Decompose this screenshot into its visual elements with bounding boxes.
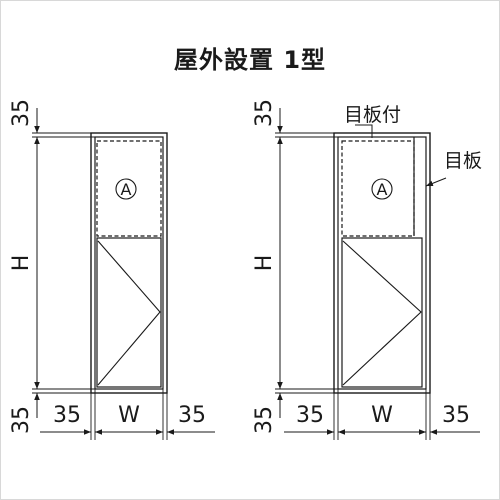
right-dim-left-label: 35: [296, 403, 324, 428]
left-dim-top-label: 35: [9, 99, 34, 127]
left-door: [96, 237, 162, 388]
right-cabinet-inner: [337, 136, 427, 390]
right-area-a: [341, 140, 415, 237]
left-cabinet-outer: [90, 132, 168, 394]
right-leader-plate: [425, 177, 447, 187]
left-cabinet-inner: [94, 136, 164, 390]
left-circle-a: [115, 178, 137, 200]
left-door-opening-mark: [97, 240, 161, 386]
left-unit: [32, 108, 215, 440]
left-unit-labels: A 35 H 35 35 W 35: [9, 99, 206, 434]
left-dim-width-label: W: [118, 403, 140, 428]
right-label-plate: 目板: [444, 150, 482, 172]
right-circle-a-label: A: [377, 180, 388, 199]
right-circle-a: [371, 178, 393, 200]
left-circle-a-label: A: [121, 180, 132, 199]
page-title: 屋外設置 1型: [173, 46, 327, 74]
right-dim-right-label: 35: [442, 403, 470, 428]
right-unit: [275, 108, 480, 440]
left-dim-left-label: 35: [53, 403, 81, 428]
right-cabinet-outer: [333, 132, 431, 394]
left-dim-height-label: H: [9, 255, 34, 272]
right-door-opening-mark: [342, 240, 422, 386]
left-dim-right-label: 35: [178, 403, 206, 428]
left-dim-bottom-label: 35: [9, 406, 34, 434]
right-dim-height-label: H: [252, 255, 277, 272]
right-dim-width-label: W: [371, 403, 393, 428]
right-leader-with-plate: [355, 124, 373, 138]
right-door: [341, 237, 423, 388]
right-label-with-plate: 目板付: [344, 104, 401, 126]
right-dim-top-label: 35: [252, 99, 277, 127]
left-area-a: [96, 140, 162, 237]
right-unit-labels: A 目板付 目板 35 H 35 35 W 35: [252, 99, 482, 434]
right-dim-bottom-label: 35: [252, 406, 277, 434]
